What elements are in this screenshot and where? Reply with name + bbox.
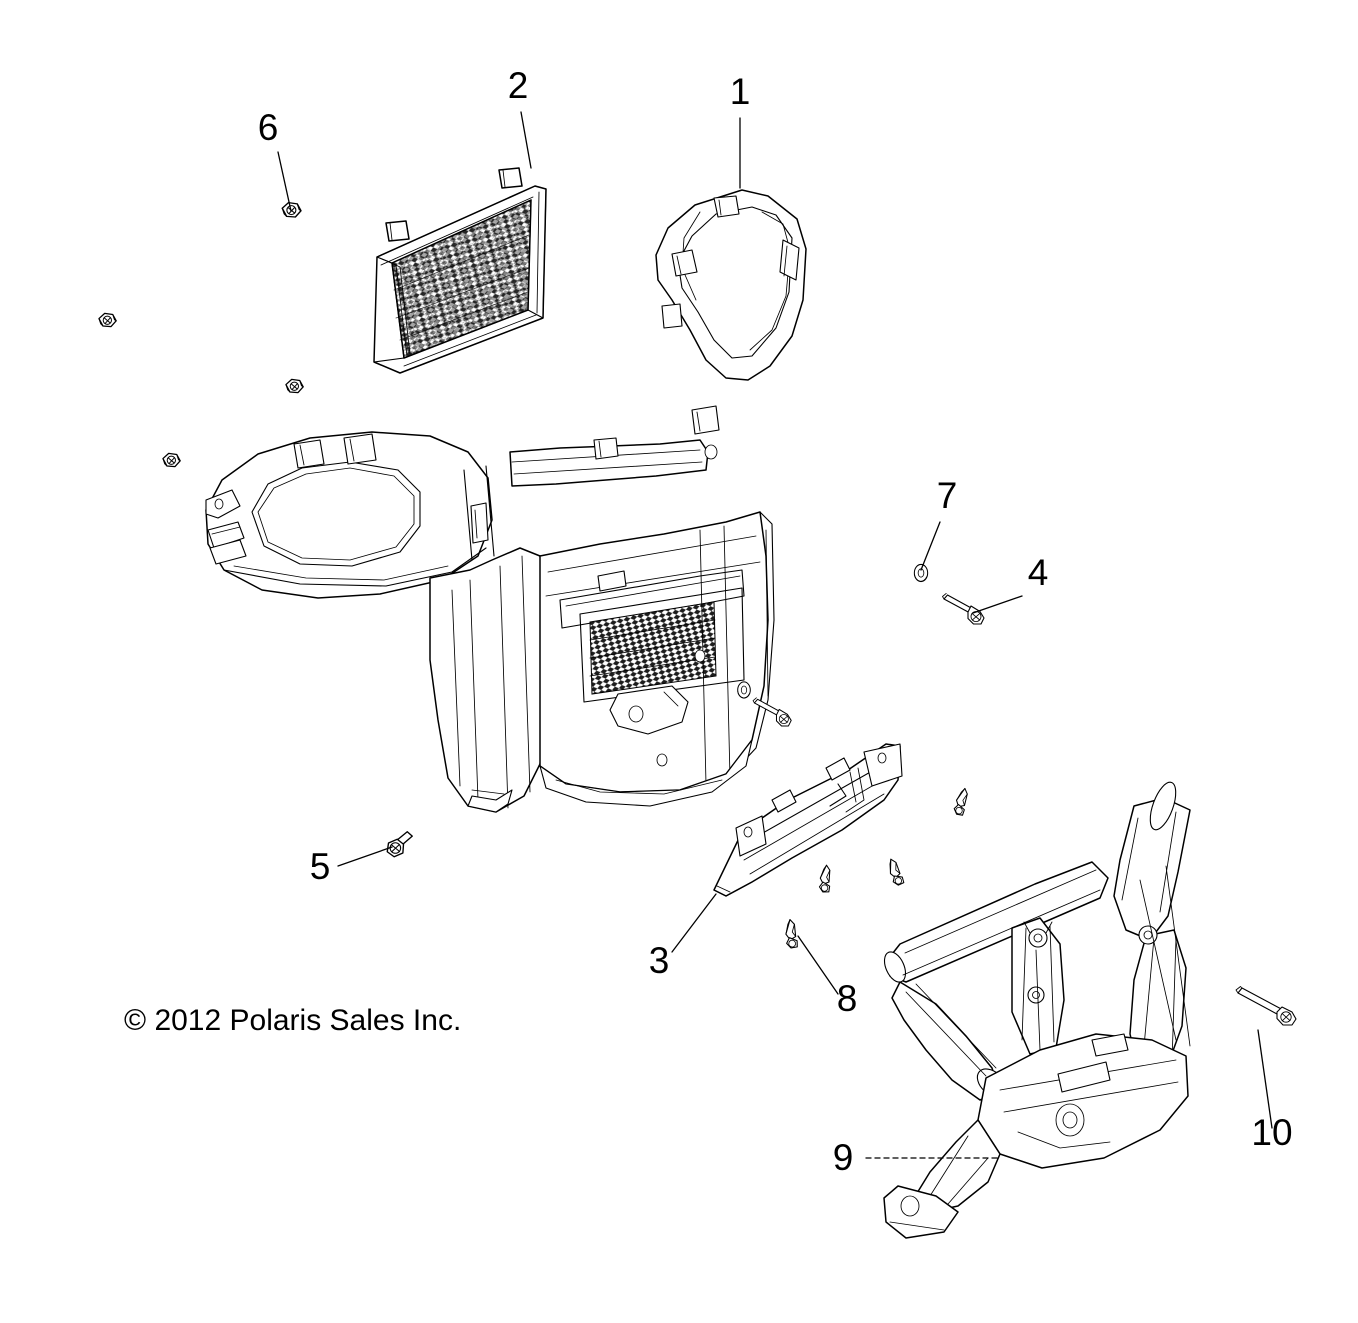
callout-label-3: 3 [649, 940, 670, 981]
callout-label-1: 1 [730, 71, 751, 112]
callout-label-2: 2 [508, 65, 529, 106]
callout-leader-8 [797, 935, 839, 995]
callout-label-4: 4 [1028, 552, 1049, 593]
callout-6: 6 [258, 107, 292, 212]
callout-4: 4 [972, 552, 1049, 614]
callout-2: 2 [508, 65, 532, 169]
callout-leader-3 [671, 893, 717, 953]
callout-label-9: 9 [833, 1137, 854, 1178]
callout-8: 8 [797, 935, 858, 1019]
callout-leader-4 [972, 595, 1023, 614]
callout-3: 3 [649, 893, 717, 981]
callout-layer: 1 2 3 4 5 6 7 8 9 10 [258, 65, 1293, 1178]
callout-5: 5 [310, 846, 393, 887]
part-lower-valance-panel [713, 743, 903, 897]
callout-label-6: 6 [258, 107, 279, 148]
callout-label-10: 10 [1251, 1112, 1292, 1153]
callout-10: 10 [1251, 1029, 1293, 1153]
callout-leader-6 [277, 151, 292, 212]
part-grille-mesh-insert [373, 167, 547, 374]
flat-washer-icon [913, 563, 929, 583]
part-front-brush-guard [883, 781, 1191, 1239]
callout-7: 7 [920, 475, 958, 571]
flat-washer-icon [737, 681, 751, 699]
callout-leader-2 [520, 111, 532, 169]
copyright-notice: © 2012 Polaris Sales Inc. [124, 1004, 461, 1037]
callout-leader-10 [1257, 1029, 1273, 1129]
callout-label-5: 5 [310, 846, 331, 887]
part-front-fascia [205, 189, 807, 813]
callout-label-7: 7 [937, 475, 958, 516]
callout-1: 1 [730, 71, 751, 189]
callout-label-8: 8 [837, 978, 858, 1019]
callout-9: 9 [833, 1137, 1001, 1178]
callout-leader-7 [920, 521, 941, 571]
callout-leader-5 [337, 846, 393, 867]
